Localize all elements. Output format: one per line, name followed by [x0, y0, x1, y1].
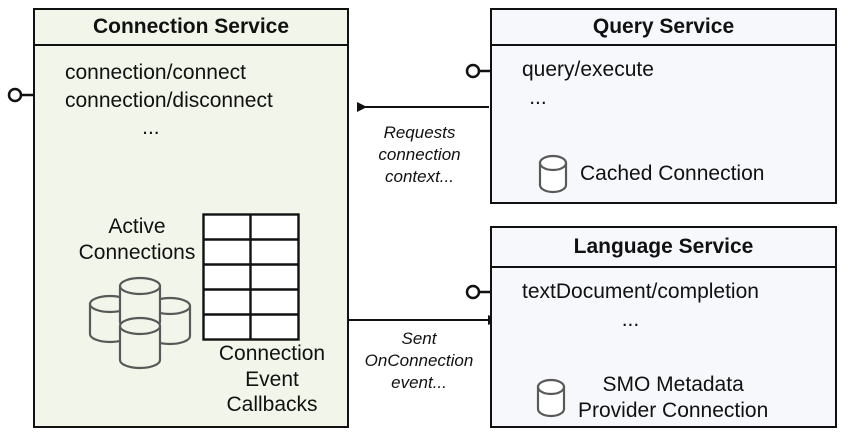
callbacks-line-2: Event [245, 367, 299, 391]
language-service-body: textDocument/completion ... SMO Metadata… [492, 268, 835, 426]
cached-connection-label: Cached Connection [580, 162, 765, 186]
smo-metadata-label: SMO Metadata Provider Connection [578, 372, 768, 423]
connection-event-callbacks-label: Connection Event Callbacks [197, 341, 347, 418]
component-language-service[interactable]: Language Service textDocument/completion… [490, 226, 837, 428]
database-icon [538, 154, 568, 194]
smo-metadata-provider-artifact: SMO Metadata Provider Connection [536, 372, 768, 423]
operation-query-execute: query/execute [522, 58, 654, 81]
query-service-body: query/execute ... Cached Connection [492, 46, 835, 202]
sent-label-line-1: Sent [401, 329, 437, 348]
operation-connection-connect: connection/connect [65, 61, 246, 84]
operation-textdocument-completion: textDocument/completion [522, 280, 759, 303]
sent-label-line-2: OnConnection [364, 351, 474, 371]
language-service-operations-ellipsis: ... [621, 307, 640, 331]
database-cluster-icon [88, 276, 192, 370]
cached-connection-artifact: Cached Connection [538, 154, 764, 194]
query-service-title: Query Service [492, 10, 835, 46]
requests-label-line-1: Requests [383, 123, 456, 142]
database-icon [536, 378, 566, 417]
component-connection-service[interactable]: Connection Service connection/connect co… [33, 8, 349, 428]
callbacks-line-1: Connection [218, 342, 326, 365]
edge-label-requests-connection-context: Requests connection context... [357, 122, 482, 188]
requests-label-line-3: context... [385, 167, 454, 187]
language-service-title: Language Service [492, 228, 835, 268]
sent-label-line-3: event... [391, 373, 447, 393]
smo-metadata-line-1: SMO Metadata [602, 373, 744, 396]
callbacks-line-3: Callbacks [226, 393, 318, 417]
query-service-operations-ellipsis: ... [529, 85, 547, 109]
language-service-operations: textDocument/completion ... [522, 278, 759, 333]
connection-service-operations: connection/connect connection/disconnect… [65, 59, 273, 142]
operation-connection-disconnect: connection/disconnect [65, 88, 273, 112]
active-connections-line-1: Active [108, 215, 166, 238]
connection-service-body: connection/connect connection/disconnect… [35, 46, 347, 426]
query-service-operations: query/execute ... [522, 56, 654, 111]
requests-label-line-2: connection [378, 145, 461, 165]
active-connections-label: Active Connections [57, 214, 217, 265]
smo-metadata-line-2: Provider Connection [578, 398, 769, 422]
connection-service-title: Connection Service [35, 10, 347, 46]
active-connections-line-2: Connections [78, 240, 196, 264]
callbacks-table-icon [202, 213, 300, 341]
connection-service-operations-ellipsis: ... [142, 116, 160, 140]
component-query-service[interactable]: Query Service query/execute ... Cached C… [490, 8, 837, 204]
edge-label-sent-onconnection-event: Sent OnConnection event... [355, 328, 483, 394]
